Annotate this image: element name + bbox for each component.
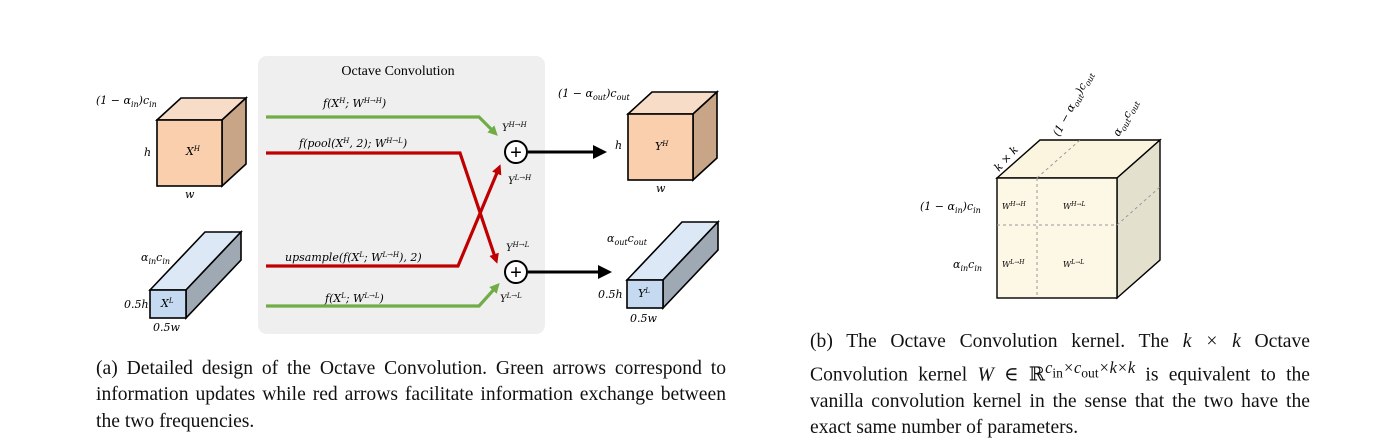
- green-arrow-hh: [266, 115, 498, 136]
- kernel-cell-hl: WH→L: [1063, 201, 1085, 211]
- xl-channels-label: αincin: [141, 251, 170, 266]
- yh-width-label: w: [656, 182, 666, 195]
- kernel-cell-lh: WL→H: [1002, 259, 1025, 269]
- kernel-row-label-low: αincin: [953, 258, 982, 273]
- sum-node-low: [504, 260, 528, 284]
- xl-cube: [148, 229, 243, 321]
- path-ll-label: f(XL; WL→L): [324, 292, 384, 305]
- kernel-cell-ll: WL→L: [1063, 259, 1084, 269]
- xl-height-label: 0.5h: [124, 298, 149, 311]
- xh-channels-label: (1 − αin)cin: [96, 94, 157, 109]
- caption-b-dims: cin×cout×k×k: [1045, 358, 1136, 381]
- path-hl-label: f(pool(XH, 2); WH→L): [298, 137, 407, 150]
- kernel-cell-hh: WH→H: [1002, 201, 1026, 211]
- yl-height-label: 0.5h: [598, 288, 623, 301]
- kernel-top-label-high: (1 − αout)cout: [1050, 68, 1097, 139]
- yh-cube-front: [627, 113, 694, 181]
- yh-channels-label: (1 − αout)cout: [558, 87, 631, 102]
- yl-width-label: 0.5w: [630, 312, 657, 325]
- y-lh-label: YL→H: [508, 174, 532, 187]
- xl-label: XL: [160, 297, 174, 310]
- y-hh-label: YH→H: [502, 121, 528, 134]
- kernel-cube-front: [996, 177, 1118, 299]
- caption-b-part-1: (b) The Octave Convolution kernel. The: [810, 331, 1183, 352]
- yl-channels-label: αoutcout: [607, 232, 648, 247]
- y-hl-label: YH→L: [506, 241, 530, 254]
- kernel-row-label-high: (1 − αin)cin: [920, 200, 981, 215]
- panel-a: Octave Convolution XH (1 − αin)cin h w X…: [96, 56, 720, 334]
- y-ll-label: YL→L: [500, 292, 522, 305]
- yh-cube: [625, 90, 720, 182]
- yh-label: YH: [655, 140, 669, 153]
- caption-b: (b) The Octave Convolution kernel. The k…: [810, 329, 1310, 442]
- yl-cube: [625, 219, 720, 311]
- caption-b-part-2: Octave Convolution kernel: [810, 331, 1310, 386]
- yl-cube-front: [626, 279, 664, 309]
- xh-height-label: h: [144, 146, 151, 159]
- sum-node-high: [504, 140, 528, 164]
- octave-convolution-box: [258, 56, 545, 334]
- xl-cube-front: [149, 289, 187, 319]
- octave-convolution-title: Octave Convolution: [341, 64, 454, 79]
- green-arrow-ll: [266, 283, 500, 308]
- xh-width-label: w: [185, 188, 195, 201]
- caption-a: (a) Detailed design of the Octave Convol…: [96, 358, 726, 432]
- kernel-top-label-low: αoutcout: [1110, 96, 1142, 139]
- kernel-cube: [995, 138, 1162, 300]
- caption-b-w: W: [977, 364, 994, 386]
- caption-b-kxk: k × k: [1182, 331, 1241, 352]
- sum-node-high-plus: +: [510, 140, 522, 164]
- xh-label: XH: [185, 145, 201, 158]
- yh-height-label: h: [615, 139, 622, 152]
- red-arrow-hl: [266, 151, 499, 264]
- path-lh-label: upsample(f(XL; WL→H), 2): [285, 251, 422, 264]
- red-arrow-lh: [266, 164, 502, 268]
- yl-label: YL: [638, 287, 650, 300]
- caption-b-in: ∈ ℝ: [993, 364, 1046, 386]
- sum-node-low-plus: +: [510, 260, 522, 284]
- xh-cube-front: [156, 119, 223, 187]
- caption-b-part-3: is equivalent to the vanilla convolution…: [810, 364, 1311, 439]
- xl-width-label: 0.5w: [153, 321, 180, 334]
- panel-b: k × k (1 − αout)cout αoutcout (1 − αin)c…: [920, 68, 1162, 300]
- path-hh-label: f(XH; WH→H): [322, 97, 386, 110]
- xh-cube: [154, 96, 249, 188]
